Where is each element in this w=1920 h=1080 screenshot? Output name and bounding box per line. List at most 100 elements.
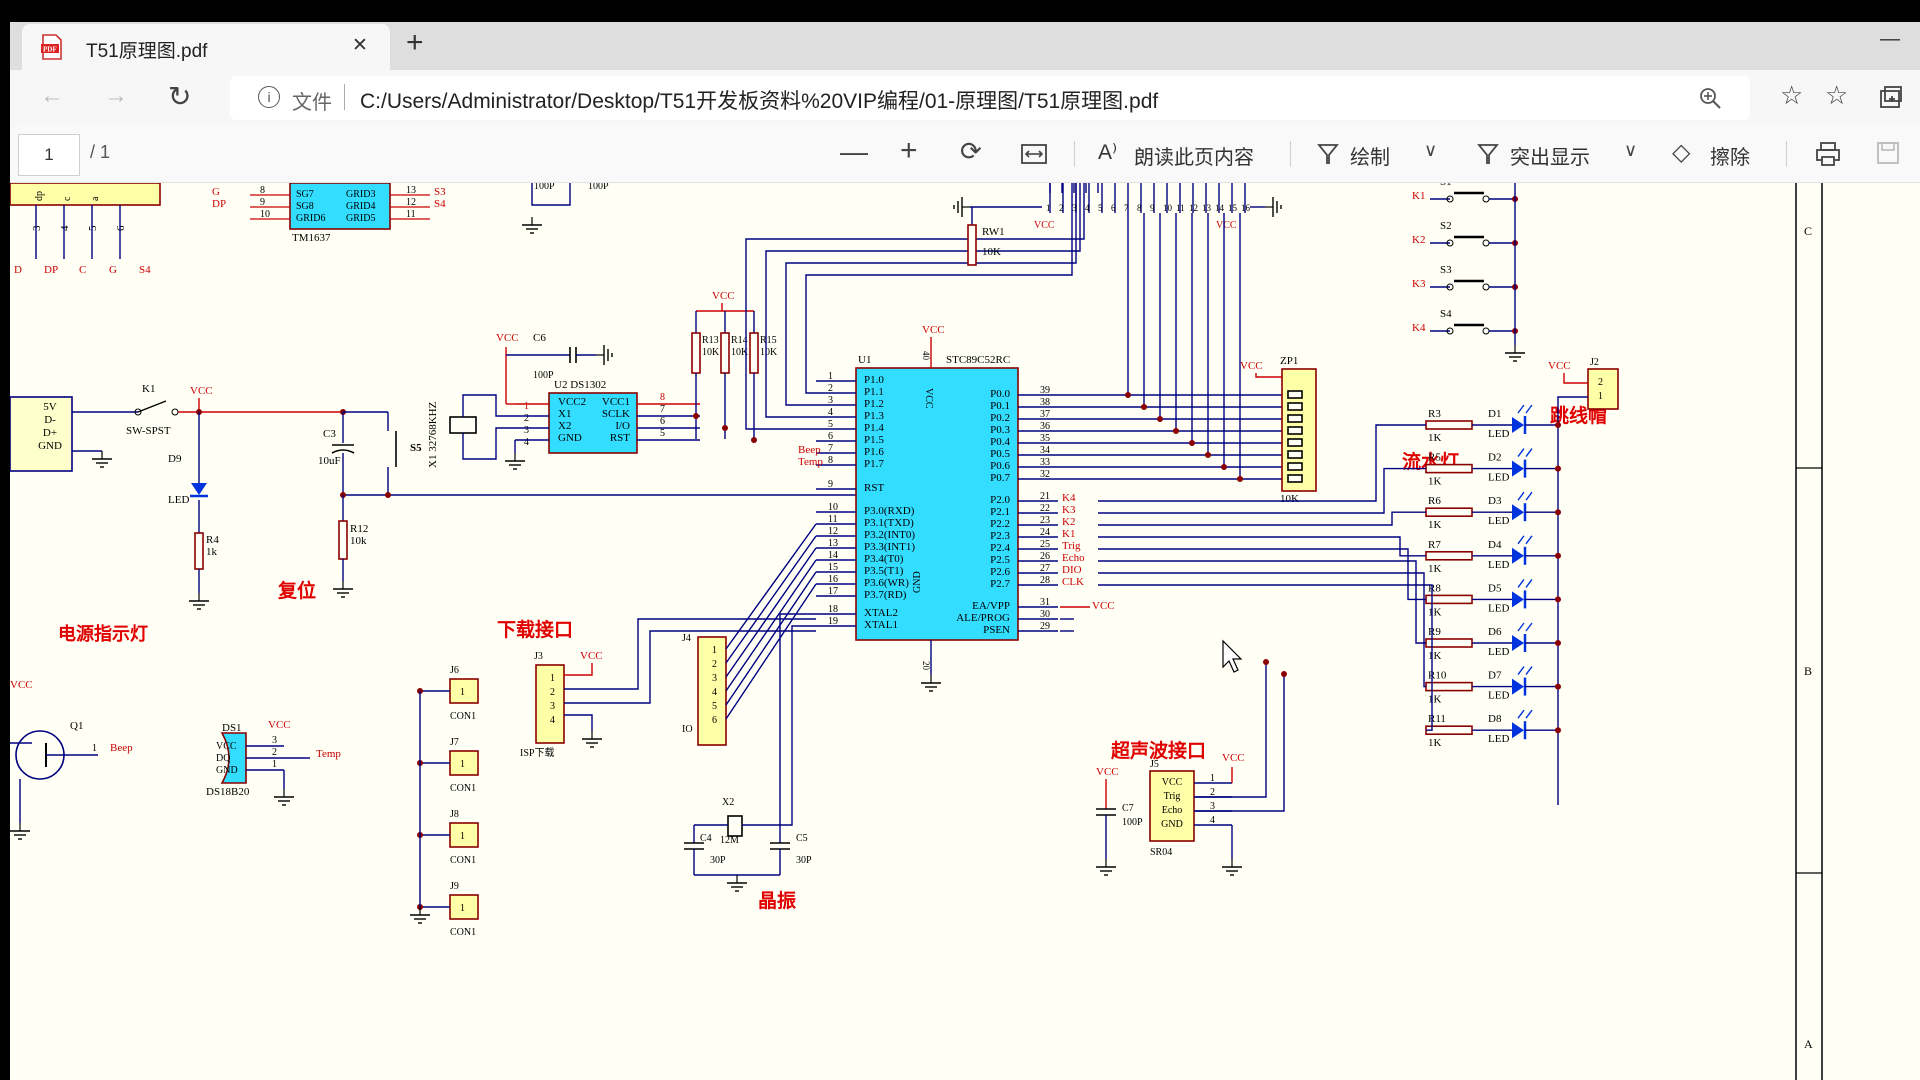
schematic-label: P2.2: [990, 518, 1010, 530]
schematic-label: GND: [912, 571, 923, 593]
led-arrows: [1517, 709, 1533, 719]
junction-dot: [722, 425, 728, 431]
schematic-label: DP: [212, 198, 226, 210]
schematic-label: R7: [1428, 539, 1441, 551]
schematic-label: D: [14, 264, 22, 276]
ground-symbol: [1221, 858, 1243, 876]
schematic-label: VCC: [1092, 600, 1115, 612]
address-bar: ← → ↻ i 文件 C:/Users/Administrator/Deskto…: [10, 70, 1920, 126]
key-contact: [1482, 195, 1490, 203]
schematic-label: 34: [1040, 445, 1050, 456]
tab-active[interactable]: PDF T51原理图.pdf ✕: [22, 24, 390, 70]
section-label-crystal: 晶振: [758, 889, 796, 912]
ground-symbol: [920, 674, 942, 692]
schematic-label: 12: [1189, 203, 1198, 213]
schematic-label: R12: [350, 523, 368, 535]
pdf-viewer[interactable]: C B A 开关电源指示灯复位下载接口晶振超声波接口流水灯跳线帽3456DDPC…: [10, 183, 1920, 1080]
schematic-label: 36: [1040, 421, 1050, 432]
fit-page-icon[interactable]: [1020, 142, 1048, 166]
resistor: [338, 520, 348, 560]
page-number-input[interactable]: [18, 134, 80, 176]
url-box[interactable]: i 文件 C:/Users/Administrator/Desktop/T51开…: [230, 76, 1750, 120]
schematic-label: X2: [722, 797, 734, 808]
schematic-label: P0.6: [990, 460, 1010, 472]
schematic-label: G: [109, 264, 117, 276]
schematic-label: 3: [31, 225, 43, 231]
schematic-label: 39: [1040, 385, 1050, 396]
back-arrow-icon[interactable]: ←: [40, 82, 64, 109]
new-tab-button[interactable]: +: [406, 26, 424, 59]
draw-dropdown-chevron-icon[interactable]: ∨: [1424, 140, 1438, 160]
switch-contact: [134, 408, 142, 416]
schematic-label: P3.7(RD): [864, 589, 907, 601]
junction-dot: [1125, 392, 1131, 398]
led-symbol: [1510, 501, 1527, 523]
schematic-label: 3: [524, 425, 529, 436]
print-icon[interactable]: [1814, 140, 1842, 168]
info-icon[interactable]: i: [258, 86, 280, 108]
eraser-icon[interactable]: ◇: [1672, 139, 1691, 166]
schematic-label: 5: [87, 225, 99, 231]
url-text[interactable]: C:/Users/Administrator/Desktop/T51开发板资料%…: [360, 90, 1159, 113]
junction-dot: [1555, 465, 1561, 472]
schematic-label: 30P: [796, 855, 812, 866]
collections-icon[interactable]: [1878, 85, 1904, 111]
highlight-button[interactable]: 突出显示: [1510, 147, 1590, 169]
schematic-label: VCC: [1240, 360, 1263, 372]
schematic-label: 1: [1598, 391, 1603, 402]
tab-close-icon[interactable]: ✕: [352, 35, 368, 56]
erase-button[interactable]: 擦除: [1710, 147, 1750, 169]
resistor: [749, 332, 759, 374]
junction-dot: [693, 413, 699, 419]
junction-dot: [1555, 640, 1561, 646]
schematic-label: S5: [410, 442, 422, 454]
schematic-label: 8: [260, 185, 265, 196]
schematic-label: P0.4: [990, 436, 1010, 448]
sr04-connector: [1149, 770, 1195, 842]
wire: [462, 394, 515, 417]
zoom-in-icon[interactable]: +: [900, 134, 918, 167]
schematic-label: P2.7: [990, 578, 1010, 590]
schematic-label: 15: [1228, 203, 1238, 213]
schematic-label: R11: [1428, 713, 1446, 725]
rotate-icon[interactable]: ⟳: [960, 136, 982, 166]
schematic-label: P1.3: [864, 410, 884, 422]
schematic-label: 11: [406, 209, 416, 220]
schematic-label: R3: [1428, 408, 1441, 420]
schematic-label: P0.7: [990, 472, 1010, 484]
led-arrows: [1517, 491, 1533, 501]
schematic-label: D1: [1488, 408, 1501, 420]
zoom-icon[interactable]: [1698, 86, 1722, 110]
schematic-label: 17: [828, 586, 838, 597]
highlight-dropdown-chevron-icon[interactable]: ∨: [1624, 140, 1638, 160]
highlight-icon[interactable]: [1476, 142, 1500, 166]
resnet-element: [1287, 450, 1303, 459]
zoom-out-icon[interactable]: —: [840, 136, 868, 167]
forward-arrow-icon[interactable]: →: [104, 82, 128, 109]
read-aloud-button[interactable]: 朗读此页内容: [1134, 147, 1254, 169]
led-arrows: [1517, 666, 1533, 676]
led-arrows: [1517, 448, 1533, 458]
favorites-list-icon[interactable]: ☆: [1825, 80, 1849, 110]
save-icon[interactable]: [1876, 141, 1900, 165]
favorite-star-icon[interactable]: ☆: [1780, 80, 1804, 110]
read-aloud-icon[interactable]: A⁾: [1098, 141, 1118, 164]
junction-dot: [1555, 596, 1561, 603]
draw-icon[interactable]: [1316, 142, 1340, 166]
resistor: [1425, 594, 1473, 605]
schematic-label: 4: [1210, 815, 1215, 826]
refresh-icon[interactable]: ↻: [168, 81, 192, 112]
minimize-button[interactable]: —: [1880, 28, 1900, 50]
schematic-label: LED: [1488, 646, 1509, 658]
draw-button[interactable]: 绘制: [1350, 147, 1390, 169]
schematic-label: 3: [272, 735, 277, 746]
schematic-label: TM1637: [292, 232, 331, 244]
wire: [725, 535, 817, 664]
schematic-label: 1K: [1428, 606, 1442, 618]
schematic-label: 13: [406, 185, 416, 196]
schematic-label: DS1: [222, 722, 242, 734]
schematic-label: D4: [1488, 539, 1502, 551]
schematic-label: SG7: [296, 189, 314, 200]
schematic-label: 7: [1124, 203, 1129, 213]
border-zone-c: C: [1804, 224, 1812, 238]
